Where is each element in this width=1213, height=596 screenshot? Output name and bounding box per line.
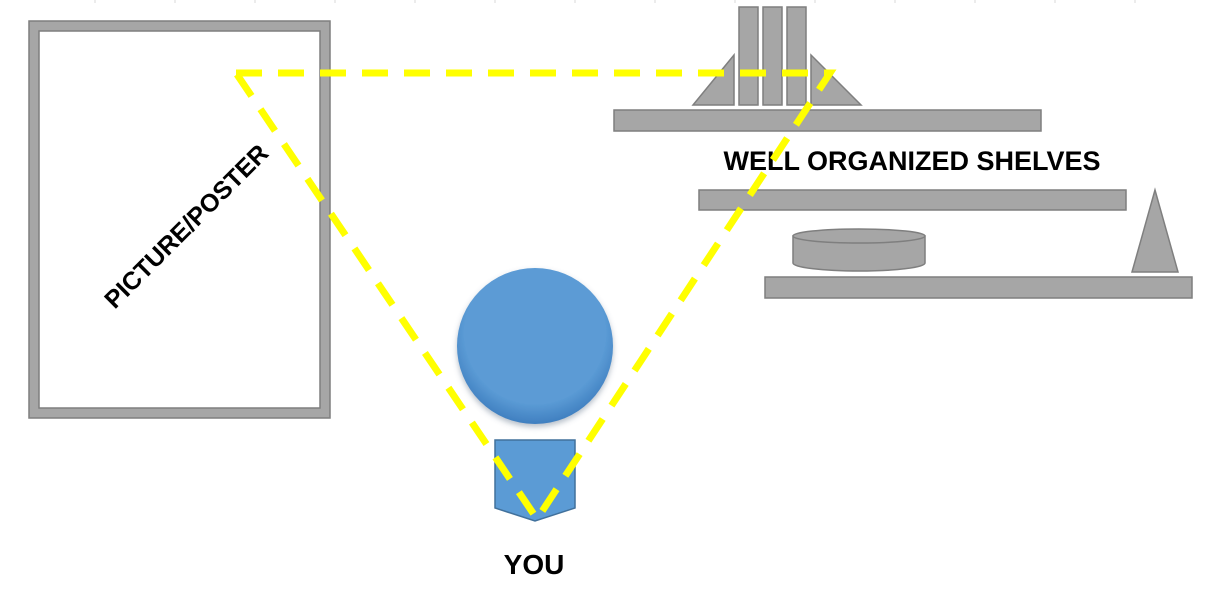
top-shelf-group bbox=[613, 6, 1042, 132]
picture-poster-frame bbox=[28, 20, 331, 419]
shelf-bottom bbox=[764, 276, 1193, 299]
person-head bbox=[457, 268, 613, 424]
you-label: YOU bbox=[504, 549, 565, 580]
bowl-icon bbox=[792, 228, 926, 272]
person-icon bbox=[457, 268, 613, 522]
book-icon bbox=[786, 6, 807, 106]
cone-icon bbox=[1131, 187, 1179, 273]
poster-frame-inner bbox=[38, 30, 321, 409]
shelf-top bbox=[613, 109, 1042, 132]
left-bookend bbox=[691, 52, 735, 106]
shelf-middle bbox=[698, 189, 1127, 211]
book-icon bbox=[738, 6, 759, 106]
right-bookend bbox=[810, 53, 863, 106]
book-icon bbox=[762, 6, 783, 106]
top-ruler-ticks bbox=[94, 0, 1136, 3]
bottom-shelf-group bbox=[764, 187, 1193, 299]
shelves-label: WELL ORGANIZED SHELVES bbox=[723, 146, 1100, 176]
person-body bbox=[494, 439, 576, 522]
sightline-triangle bbox=[229, 69, 837, 526]
